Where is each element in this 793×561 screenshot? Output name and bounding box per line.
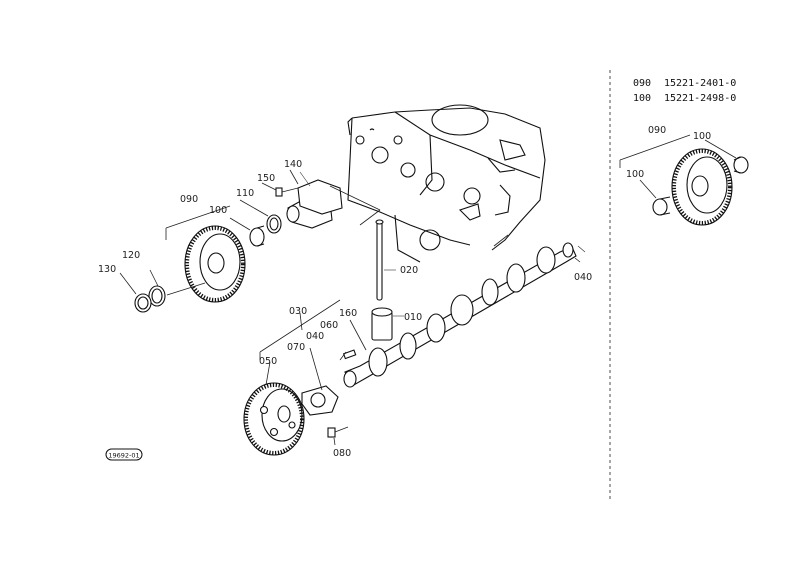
callout-060: 060 [320,320,338,331]
bolt-080 [327,426,349,438]
callout-130: 130 [98,264,116,275]
callout-labels: 010 020 030 040 040 050 060 070 080 090 … [98,159,592,459]
tappet [371,307,404,341]
idle-gear-shaft [286,171,343,229]
parts-reference-table: 090 15221-2401-0 100 15221-2498-0 [633,78,736,104]
table-ref-090: 090 [633,78,651,89]
diagram-code-stamp: 19692-01 [105,448,143,461]
callout-100: 100 [209,205,227,216]
callout-110: 110 [236,188,254,199]
callout-080: 080 [333,448,351,459]
idle-gear [184,225,246,303]
callout-040-right: 040 [574,272,592,283]
bracket-050 [259,299,341,360]
washer-120 [148,285,166,307]
callout-010: 010 [404,312,422,323]
engine-block [347,104,546,263]
bushing-100 [249,225,265,247]
callout-140: 140 [284,159,302,170]
callout-150: 150 [257,173,275,184]
key-060 [342,349,357,360]
bracket-090 [165,205,231,240]
leader-lines [119,169,581,446]
circlip-130 [134,293,152,313]
callout-160: 160 [339,308,357,319]
callout-090: 090 [180,194,198,205]
table-ref-100: 100 [633,93,651,104]
callout-040-left: 040 [306,331,324,342]
table-partno-090: 15221-2401-0 [664,78,736,89]
callout-050: 050 [259,356,277,367]
diagram-code: 19692-01 [108,452,139,460]
gear-flange [301,385,339,416]
callout-020: 020 [400,265,418,276]
callout-070: 070 [287,342,305,353]
table-partno-100: 15221-2498-0 [664,93,736,104]
cam-gear [243,382,305,456]
collar-110 [266,214,282,234]
callout-030: 030 [289,306,307,317]
inset-callout-100-left: 100 [626,169,644,180]
inset-callout-090: 090 [648,125,666,136]
callout-120: 120 [122,250,140,261]
camshaft [343,242,586,388]
inset-callout-100-top: 100 [693,131,711,142]
inset-gear-group: 090 100 100 [619,125,749,226]
push-rod [375,219,396,301]
bolt-150 [275,187,299,197]
